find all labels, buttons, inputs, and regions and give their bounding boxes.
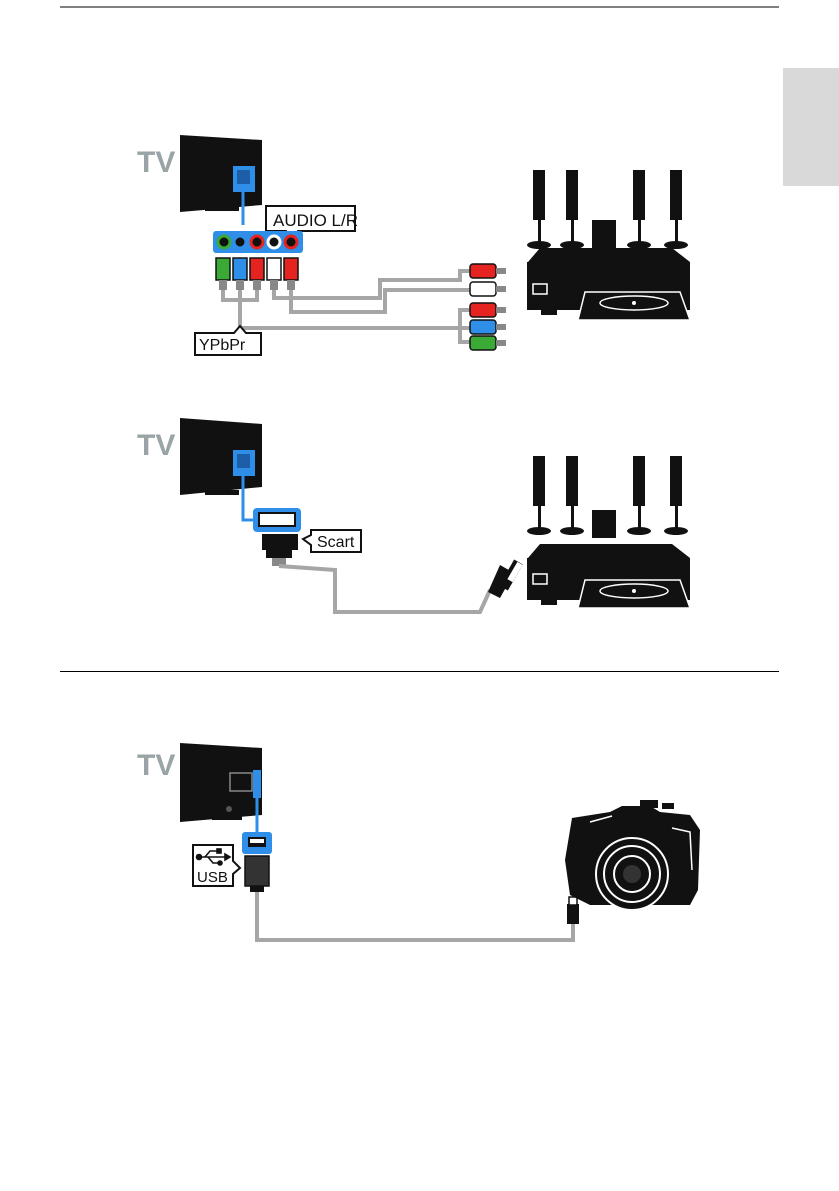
- home-theater-receiver-icon: [527, 248, 690, 320]
- ypbpr-label-box: YPbPr: [195, 326, 261, 355]
- ypbpr-connection-diagram: TV AUDIO L/R: [0, 0, 839, 380]
- tv-label: TV: [137, 749, 175, 782]
- usb-plug-camera-side: [567, 897, 579, 924]
- scart-connection-diagram: TV Scart: [0, 380, 839, 640]
- tv-icon: [180, 743, 262, 822]
- scart-label-box: Scart: [303, 530, 361, 552]
- scart-plug-tv-side: [262, 534, 298, 566]
- home-theater-speakers-icon: [527, 456, 688, 538]
- component-jack-panel: [213, 231, 303, 253]
- usb-label-box: USB: [193, 845, 240, 886]
- usb-plug-tv-side: [245, 856, 269, 892]
- usb-port: [242, 832, 272, 854]
- rca-plugs-tv-side: [216, 258, 298, 290]
- home-theater-speakers-icon: [527, 170, 688, 249]
- tv-icon: [180, 418, 262, 495]
- ypbpr-label: YPbPr: [199, 337, 246, 354]
- camera-icon: [565, 800, 700, 910]
- tv-icon: [180, 135, 262, 212]
- tv-label: TV: [137, 429, 175, 462]
- audio-lr-label: AUDIO L/R: [273, 211, 358, 230]
- scart-cable: [279, 566, 490, 612]
- scart-label: Scart: [317, 534, 355, 551]
- rca-plugs-device-side: [470, 264, 506, 350]
- scart-plug-device-side: [488, 560, 523, 598]
- usb-cable: [257, 892, 573, 940]
- home-theater-receiver-icon: [527, 544, 690, 608]
- section-divider: [60, 671, 779, 672]
- tv-label: TV: [137, 146, 175, 179]
- usb-camera-connection-diagram: TV USB: [0, 730, 839, 960]
- scart-port: [253, 508, 301, 532]
- usb-label: USB: [197, 869, 228, 886]
